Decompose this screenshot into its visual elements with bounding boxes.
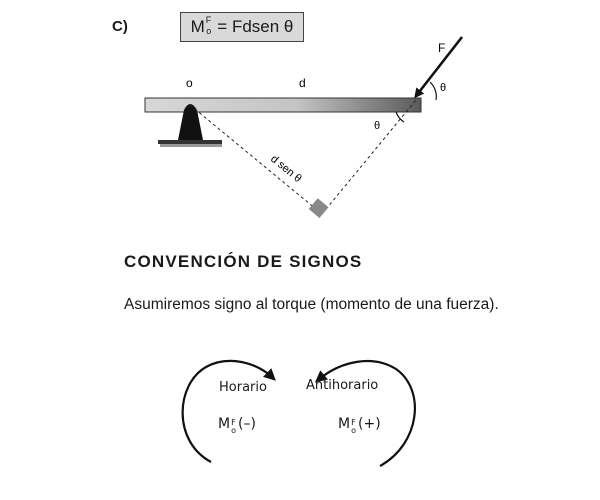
counterclockwise-moment-superscript: F <box>351 418 356 427</box>
force-label: F <box>438 41 445 55</box>
section-title: CONVENCIÓN DE SIGNOS <box>124 252 363 271</box>
counterclockwise-moment-symbol: M <box>338 416 351 432</box>
counterclockwise-moment: M F o (+) <box>338 416 381 438</box>
bar-angle-label: θ <box>374 120 380 132</box>
clockwise-moment-superscript: F <box>231 418 236 427</box>
counterclockwise-label: Antihorario <box>306 378 379 393</box>
part-label: C) <box>112 18 128 35</box>
right-angle-marker <box>308 198 329 218</box>
perpendicular-line <box>189 104 323 215</box>
counterclockwise-sign: (+) <box>358 416 381 432</box>
pivot-support <box>178 104 203 140</box>
bar-angle-arc <box>395 111 405 123</box>
distance-label: d <box>299 76 306 90</box>
clockwise-sign: (–) <box>238 416 256 432</box>
clockwise-label: Horario <box>219 380 267 395</box>
pivot-base <box>158 140 222 144</box>
counterclockwise-arrow <box>314 359 416 467</box>
pivot-base-shadow <box>160 144 222 147</box>
lever-bar <box>144 97 422 113</box>
lever-diagram: o d F θ θ d sen θ <box>144 36 464 218</box>
clockwise-moment-subscript: o <box>231 426 236 435</box>
sign-convention-diagram <box>181 359 416 467</box>
formula-subscript: o <box>206 26 212 36</box>
force-angle-label: θ <box>440 82 446 94</box>
clockwise-moment: M F o (–) <box>218 416 256 438</box>
formula-moment-symbol: M F o <box>190 15 212 37</box>
clockwise-arrow <box>181 359 276 463</box>
formula-superscript: F <box>205 15 212 25</box>
force-angle-arc <box>429 81 437 101</box>
force-arrow <box>414 36 464 99</box>
counterclockwise-moment-subscript: o <box>351 426 356 435</box>
paragraph-text: Asumiremos signo al torque (momento de u… <box>124 296 499 313</box>
pivot-label: o <box>186 76 193 90</box>
formula-rhs: = Fdsen θ <box>217 17 294 36</box>
force-line-extension <box>321 99 417 215</box>
formula-m: M <box>190 17 205 36</box>
torque-formula-box: M F o = Fdsen θ <box>180 12 304 42</box>
perpendicular-label: d sen θ <box>268 153 304 185</box>
clockwise-moment-symbol: M <box>218 416 231 432</box>
